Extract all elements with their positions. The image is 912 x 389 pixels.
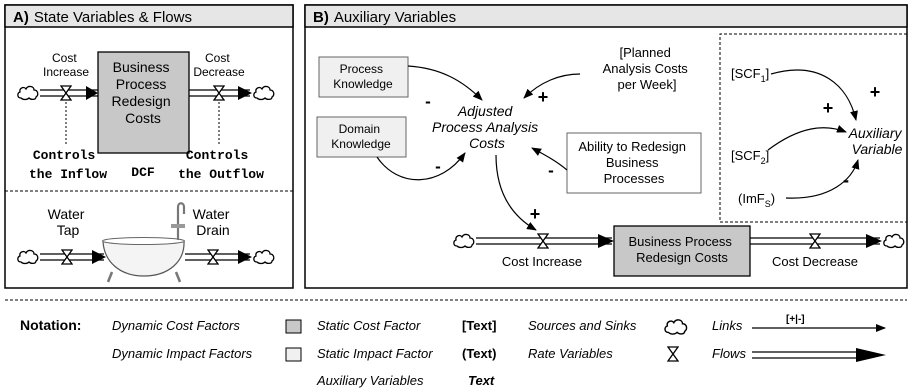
link-scf2 [767,125,847,151]
legend-link-sign: [+|-] [786,314,805,325]
legend-cloud-icon [664,319,688,335]
legend-dynamic-cost-factors: Dynamic Cost Factors [112,318,240,333]
legend-links: Links [712,318,743,333]
domain-knowledge-box [316,116,407,158]
link-ability [531,147,568,171]
link-process-knowledge [407,65,483,101]
link-sign-plus: + [530,204,541,224]
legend-flow-arrow [856,348,886,362]
legend-static-cost-factor: Static Cost Factor [317,318,421,333]
link-adjusted-to-inflow [495,154,537,231]
notation-title: Notation: [20,317,81,333]
ability-to-redesign-label: Ability to Redesign Business Processes [578,139,689,186]
business-process-redesign-costs-stock [97,51,190,154]
panel-b-title: B)Auxiliary Variables [313,9,456,26]
controls-outflow-label: Controls the Outflow [178,148,264,182]
legend-auxiliary-variables: Auxiliary Variables [316,373,424,388]
legend-valve-icon [667,346,679,362]
business-process-redesign-costs-stock [613,225,751,277]
link-sign-minus: - [425,92,431,111]
panel-a-title-bar [4,4,294,28]
legend-sources-and-sinks: Sources and Sinks [528,318,637,333]
link-sign-minus: - [843,170,849,190]
controls-inflow-label: Controls the Inflow [29,148,107,182]
link-sign-minus: - [435,157,441,176]
link-domain-knowledge [376,152,466,181]
cost-decrease-label: Cost Decrease [193,51,245,79]
process-knowledge-label: Process Knowledge [333,62,393,91]
legend-text-plain: Text [468,373,495,388]
legend-dark-swatch [285,319,302,334]
panel-a: A)State Variables & Flows Cost Increase … [4,4,294,289]
link-sign-plus: + [823,98,834,118]
domain-knowledge-label: Domain Knowledge [331,122,391,151]
dcf-label: DCF [131,165,155,180]
process-knowledge-box [318,56,409,98]
scf2-label: [SCF2] [731,148,769,166]
link-imf [785,159,860,199]
planned-analysis-costs-label: [Planned Analysis Costs per Week] [603,45,692,92]
link-sign-plus: + [870,82,881,102]
link-sign-minus: - [548,161,554,180]
legend-light-swatch [285,347,302,362]
stock-label: Business Process Redesign Costs [111,59,174,126]
legend-flows: Flows [712,346,746,361]
link-scf1 [770,69,858,121]
notation-legend: Notation: Dynamic Cost Factors Dynamic I… [5,299,907,388]
bathtub-icon [102,202,186,283]
legend-text-bracket: [Text] [462,318,496,333]
ability-to-redesign-box [566,132,702,194]
legend-static-impact-factor: Static Impact Factor [317,346,433,361]
panel-b-title-bar [304,4,908,28]
scf1-label: [SCF1] [731,66,769,84]
auxiliary-variable-label: Auxiliary Variable [848,125,906,157]
link-sign-plus: + [538,87,549,107]
water-tap-label: Water Tap [48,206,89,238]
stock-label: Business Process Redesign Costs [629,234,736,265]
legend-text-paren: (Text) [462,346,496,361]
legend-dynamic-impact-factors: Dynamic Impact Factors [112,346,253,361]
cost-increase-label: Cost Increase [43,51,89,79]
panel-a-title: A)State Variables & Flows [13,9,192,26]
cost-increase-label: Cost Increase [502,254,582,269]
panel-b: B)Auxiliary Variables Process Knowledge … [304,4,908,289]
link-planned-costs [523,73,581,99]
imf-label: (ImFS) [738,191,775,209]
adjusted-process-analysis-costs-label: Adjusted Process Analysis Costs [432,103,542,151]
water-drain-label: Water Drain [193,206,234,238]
legend-rate-variables: Rate Variables [528,346,613,361]
panel-b-inner-dashed-box [719,33,907,223]
cost-decrease-label: Cost Decrease [772,254,858,269]
